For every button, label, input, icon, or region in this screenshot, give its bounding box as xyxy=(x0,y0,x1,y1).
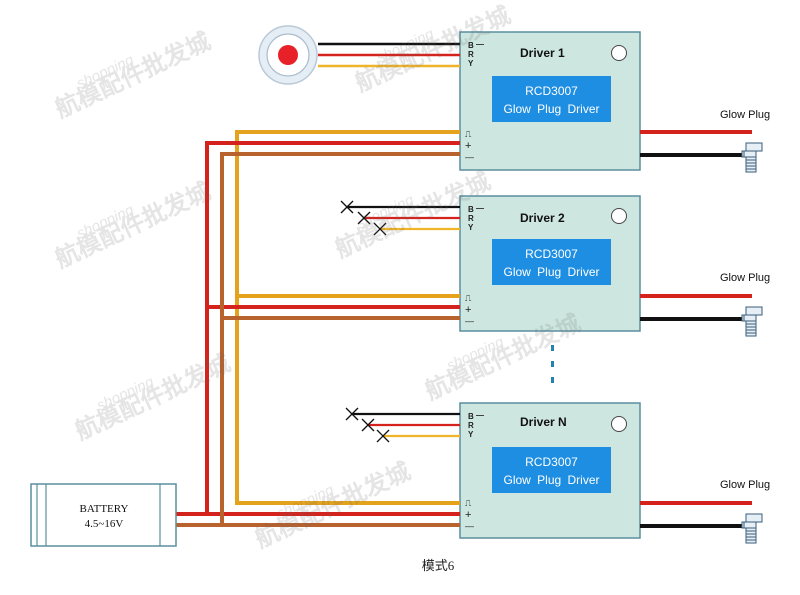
pin-sig-1: — xyxy=(476,40,484,49)
pin-minus-1: — xyxy=(465,152,474,162)
glow-plug-label-1: Glow Plug xyxy=(720,109,770,121)
driver-panel-n: Driver N RCD3007 Glow Plug Driver B R Y … xyxy=(459,402,641,539)
pin-pulse-n: ⎍ xyxy=(465,498,472,508)
pin-sig-n: — xyxy=(476,411,484,420)
chip-label-box-1 xyxy=(492,76,611,122)
chip-desc-n: Glow Plug Driver xyxy=(503,473,599,487)
pin-plus-n: + xyxy=(465,509,471,521)
glow-plug-label-2: Glow Plug xyxy=(720,272,770,284)
pin-sig-2: — xyxy=(476,204,484,213)
unused-signal-wires-n xyxy=(352,412,460,438)
chip-model-2: RCD3007 xyxy=(525,247,578,261)
pin-r-n: R xyxy=(468,421,474,430)
led-indicator-icon-1 xyxy=(611,45,627,61)
glow-plug-icon-2 xyxy=(741,306,763,337)
glow-plug-icon-n xyxy=(741,513,763,544)
pin-y-n: Y xyxy=(468,430,474,439)
glow-plug-output-n: Glow Plug xyxy=(640,479,770,528)
battery-label: BATTERY xyxy=(80,503,129,515)
pin-pulse-1: ⎍ xyxy=(465,129,472,139)
chip-model-1: RCD3007 xyxy=(525,84,578,98)
watermark-cn-3: 航模配件批发城 xyxy=(51,177,215,273)
battery-voltage: 4.5~16V xyxy=(85,518,124,530)
driver-title-1: Driver 1 xyxy=(520,46,565,60)
pin-plus-2: + xyxy=(465,304,471,316)
cut-wire-icon-2 xyxy=(340,200,387,236)
brown-negative-bus xyxy=(176,152,460,527)
pin-minus-2: — xyxy=(465,316,474,326)
push-button-icon xyxy=(258,25,318,85)
unused-signal-wires-2 xyxy=(347,205,460,231)
glow-plug-output-2: Glow Plug xyxy=(640,272,770,321)
button-signal-wires xyxy=(318,42,460,68)
pin-plus-1: + xyxy=(465,140,471,152)
glow-plug-icon-1 xyxy=(741,142,763,173)
driver-title-n: Driver N xyxy=(520,415,567,429)
driver-panel-1: Driver 1 RCD3007 Glow Plug Driver B R Y … xyxy=(459,31,641,171)
pin-minus-n: — xyxy=(465,521,474,531)
pin-b-2: B xyxy=(468,205,474,214)
watermark-cn-7: 航模配件批发城 xyxy=(251,457,415,553)
driver-title-2: Driver 2 xyxy=(520,211,565,225)
chip-label-box-2 xyxy=(492,239,611,285)
cut-wire-icon-n xyxy=(345,407,390,443)
pin-r-2: R xyxy=(468,214,474,223)
pin-b-1: B xyxy=(468,41,474,50)
chip-model-n: RCD3007 xyxy=(525,455,578,469)
pin-y-1: Y xyxy=(468,59,474,68)
pin-pulse-2: ⎍ xyxy=(465,293,472,303)
led-indicator-icon-2 xyxy=(611,208,627,224)
watermark-cn-1: 航模配件批发城 xyxy=(51,27,215,123)
chip-label-box-n xyxy=(492,447,611,493)
chip-desc-1: Glow Plug Driver xyxy=(503,102,599,116)
driver-panel-2: Driver 2 RCD3007 Glow Plug Driver B R Y … xyxy=(459,195,641,332)
glow-plug-label-n: Glow Plug xyxy=(720,479,770,491)
led-indicator-icon-n xyxy=(611,416,627,432)
pin-r-1: R xyxy=(468,50,474,59)
continuation-dots xyxy=(551,345,554,383)
diagram-caption: 模式6 xyxy=(422,558,455,573)
chip-desc-2: Glow Plug Driver xyxy=(503,265,599,279)
battery-pack: BATTERY 4.5~16V xyxy=(30,483,177,547)
pin-b-n: B xyxy=(468,412,474,421)
glow-plug-output-1: Glow Plug xyxy=(640,109,770,157)
watermark-cn-5: 航模配件批发城 xyxy=(71,349,235,445)
pin-y-2: Y xyxy=(468,223,474,232)
